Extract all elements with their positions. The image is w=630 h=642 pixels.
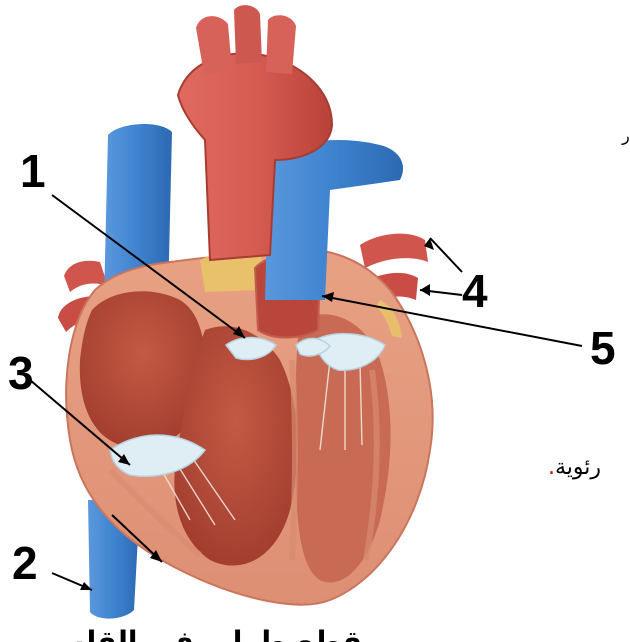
label-1: 1 [20,148,46,194]
top-text-fragment: ر [622,126,630,145]
label-5: 5 [590,325,616,371]
side-text-fragment: رئوية. [548,455,601,480]
side-text-dot: . [548,455,555,480]
label-3: 3 [8,350,34,396]
pointer-4a [430,238,462,272]
side-text-word: رئوية [555,455,601,480]
label-4: 4 [462,268,488,314]
diagram-caption: مقطع طولي في القلب [120,625,380,642]
label-2: 2 [12,540,38,586]
